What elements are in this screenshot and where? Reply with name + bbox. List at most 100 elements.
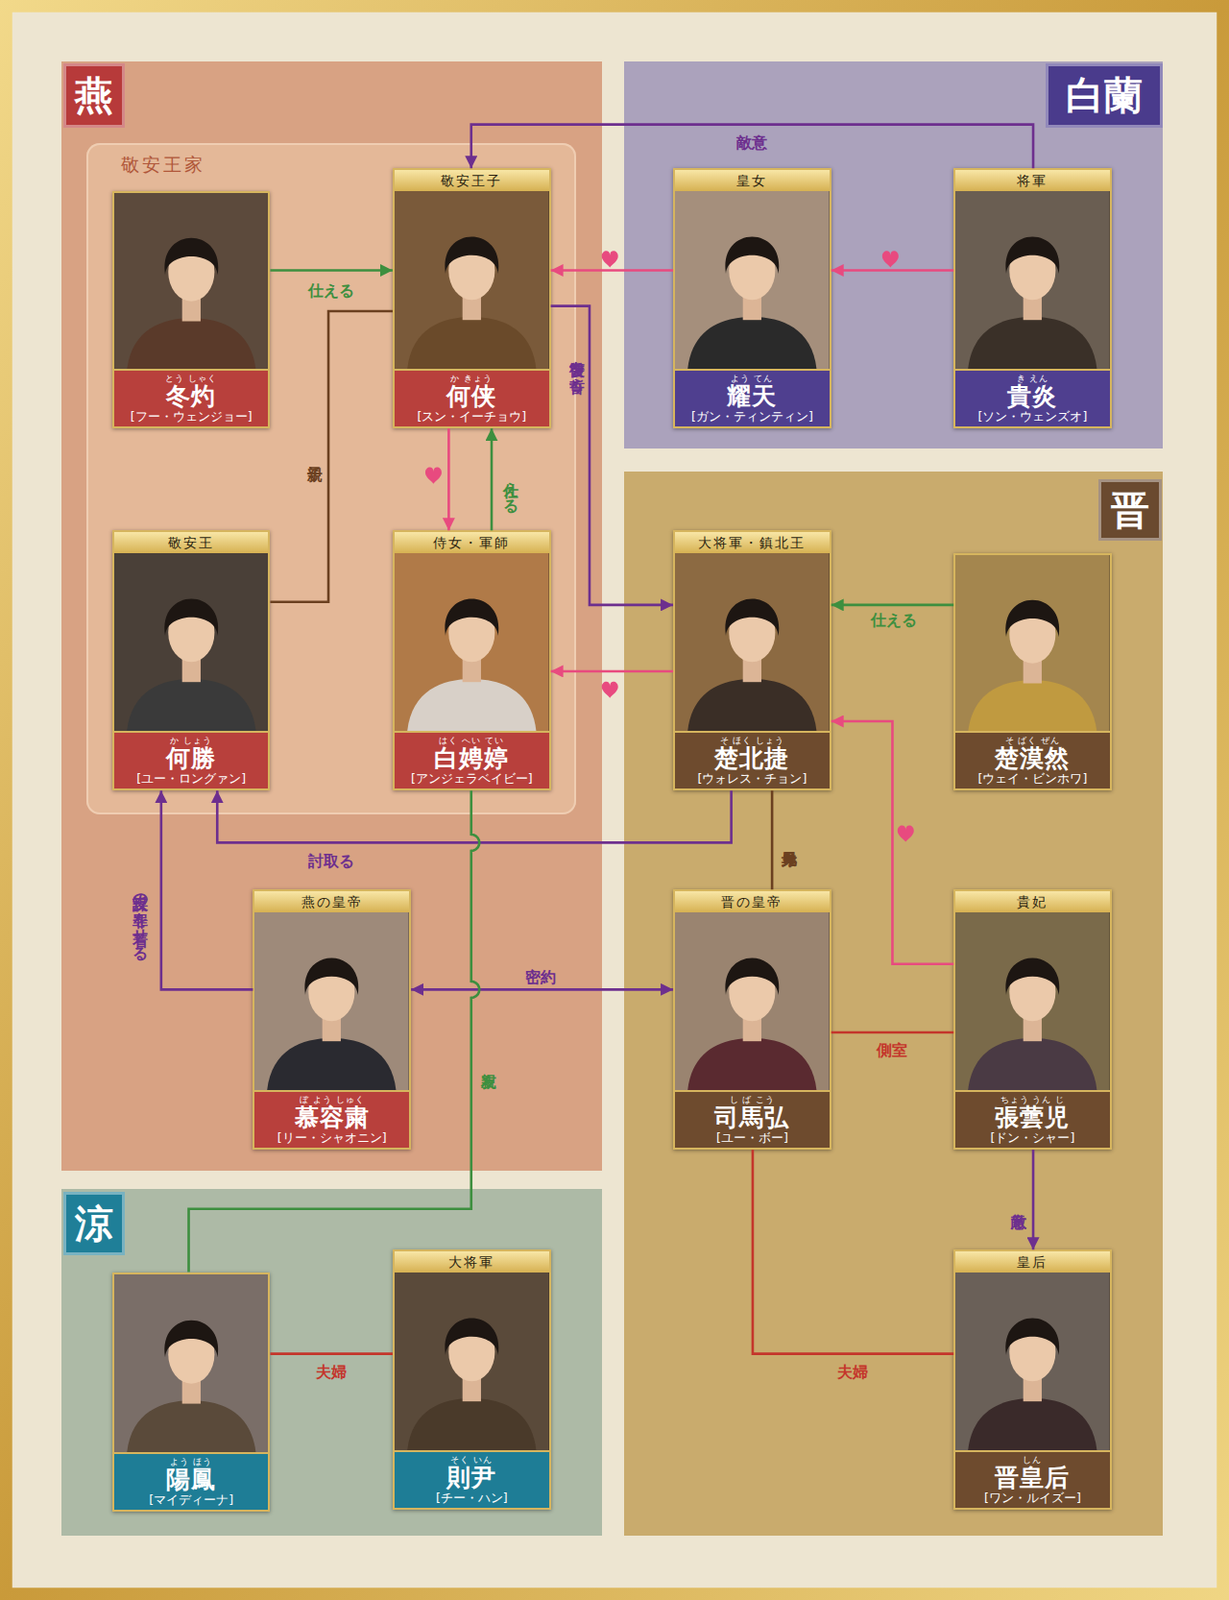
name-reading: ぼ よう しゅく <box>299 1094 365 1105</box>
heart-symbol <box>425 467 442 484</box>
role-title: 敬安王子 <box>394 169 550 192</box>
relation-line <box>161 790 254 989</box>
relation-line <box>551 268 674 272</box>
character-name: 陽鳳 <box>166 1466 217 1493</box>
portrait-placeholder <box>394 191 550 369</box>
portrait-hair <box>1006 599 1061 637</box>
character-card: 貴妃ちょう うん じ張蕓児[ドン・シャー] <box>953 889 1112 1150</box>
family-group: 敬安王家とう しゃく冬灼[フー・ウェンジョー] 敬安王子か きょう何侠[スン・イー… <box>86 143 577 815</box>
parchment <box>12 12 1218 1589</box>
portrait-costume <box>687 1037 818 1090</box>
kingdom-tag: 燕 <box>63 63 125 128</box>
relation-line <box>831 1031 954 1035</box>
portrait-hair <box>305 958 360 996</box>
relation-line <box>410 988 674 991</box>
character-name: 司馬弘 <box>714 1104 790 1131</box>
actor-name: [スン・イーチョウ] <box>416 409 527 424</box>
name-panel: し ば こう司馬弘[ユー・ボー] <box>674 1089 830 1148</box>
role-title: 大将軍・鎮北王 <box>674 531 830 554</box>
actor-name: [ソン・ウェンズオ] <box>978 409 1088 424</box>
portrait-backdrop <box>114 553 269 731</box>
portrait-hair <box>444 1318 499 1356</box>
kingdom-tag: 白蘭 <box>1045 63 1163 128</box>
relation-line <box>269 1351 392 1355</box>
portrait-hair <box>164 237 218 275</box>
portrait-backdrop <box>254 912 410 1090</box>
relation-line <box>551 306 674 605</box>
portrait-frame <box>955 912 1110 1090</box>
name-panel: ぼ よう しゅく慕容粛[リー・シャオニン] <box>254 1089 410 1148</box>
portrait-placeholder <box>955 191 1110 369</box>
portrait-backdrop <box>955 1272 1110 1450</box>
portrait-frame <box>955 554 1110 732</box>
portrait-frame <box>674 191 830 369</box>
relation-line <box>831 721 954 964</box>
portrait-backdrop <box>674 191 830 369</box>
name-reading: か きょう <box>450 373 493 384</box>
name-reading: そ ばく ぜん <box>1005 735 1061 746</box>
role-title: 燕の皇帝 <box>254 891 410 913</box>
name-panel: か きょう何侠[スン・イーチョウ] <box>394 368 550 427</box>
name-reading: しん <box>1022 1454 1042 1465</box>
portrait-costume <box>126 1399 257 1452</box>
portrait-costume <box>967 1037 1098 1090</box>
name-panel: か しょう何勝[ユー・ロングァン] <box>114 730 269 789</box>
character-card: とう しゃく冬灼[フー・ウェンジョー] <box>112 191 271 430</box>
portrait-backdrop <box>955 191 1110 369</box>
portrait-hair <box>724 237 779 275</box>
portrait-placeholder <box>394 553 550 731</box>
portrait-placeholder <box>114 553 269 731</box>
name-reading: そく いん <box>450 1454 493 1465</box>
portrait-placeholder <box>955 912 1110 1090</box>
name-reading: か しょう <box>169 735 213 746</box>
relation-line <box>216 790 731 843</box>
character-card: よう ほう陽鳳[マイディーナ] <box>112 1272 271 1513</box>
kingdom-region: 涼よう ほう陽鳳[マイディーナ]大将軍そく いん則尹[チー・ハン] <box>61 1188 603 1536</box>
heart-symbol <box>897 825 915 843</box>
actor-name: [アンジェラベイビー] <box>410 771 533 786</box>
name-panel: ちょう うん じ張蕓児[ドン・シャー] <box>955 1089 1110 1148</box>
portrait-hair <box>1006 1318 1061 1356</box>
portrait-hair <box>164 1319 218 1357</box>
character-name: 慕容粛 <box>294 1104 370 1131</box>
role-title: 大将軍 <box>394 1251 550 1273</box>
portrait-hair <box>724 599 779 637</box>
relation-line <box>189 790 481 1272</box>
kingdom-tag: 涼 <box>63 1191 125 1255</box>
name-reading: はく へい てい <box>438 735 505 746</box>
relation-line <box>447 428 451 531</box>
portrait-backdrop <box>394 191 550 369</box>
actor-name: [ドン・シャー] <box>990 1130 1076 1145</box>
actor-name: [ウェイ・ビンホワ] <box>978 771 1088 786</box>
portrait-frame <box>114 553 269 731</box>
name-reading: とう しゃく <box>165 373 217 384</box>
portrait-hair <box>444 237 499 275</box>
role-title: 貴妃 <box>955 891 1110 913</box>
character-card: 敬安王か しょう何勝[ユー・ロングァン] <box>112 530 271 791</box>
portrait-costume <box>687 678 818 731</box>
group-label: 敬安王家 <box>120 152 206 178</box>
portrait-backdrop <box>674 553 830 731</box>
portrait-backdrop <box>114 192 269 370</box>
relation-line <box>269 268 392 272</box>
name-panel: き えん貴炎[ソン・ウェンズオ] <box>955 368 1110 427</box>
character-name: 何侠 <box>446 383 497 410</box>
heart-symbol <box>882 250 899 267</box>
name-panel: とう しゃく冬灼[フー・ウェンジョー] <box>114 368 269 427</box>
actor-name: [フー・ウェンジョー] <box>130 409 253 424</box>
portrait-costume <box>266 1037 397 1090</box>
role-title: 晋の皇帝 <box>674 891 830 913</box>
kingdom-region: 燕敬安王家とう しゃく冬灼[フー・ウェンジョー] 敬安王子か きょう何侠[スン・イ… <box>61 61 603 1172</box>
portrait-placeholder <box>674 553 830 731</box>
relation-line <box>831 603 954 607</box>
portrait-frame <box>114 1274 269 1453</box>
heart-symbol <box>602 681 619 699</box>
portrait-hair <box>724 958 779 996</box>
character-name: 貴炎 <box>1007 383 1058 410</box>
relation-line <box>1032 1149 1036 1250</box>
kingdom-tag: 晋 <box>1098 479 1162 541</box>
relation-line <box>831 268 954 272</box>
portrait-costume <box>407 678 537 731</box>
name-reading: ちょう うん じ <box>1000 1094 1066 1105</box>
character-name: 楚漠然 <box>994 745 1070 772</box>
